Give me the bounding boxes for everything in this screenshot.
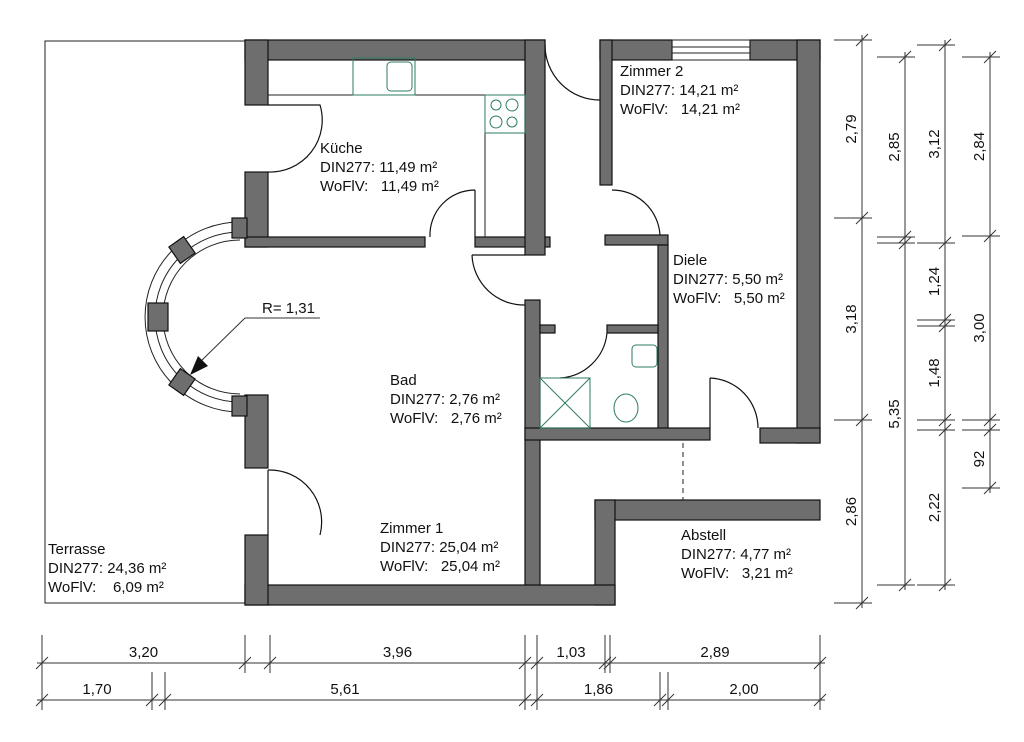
dimension-tick: [653, 693, 667, 707]
dimension-tick: [145, 693, 159, 707]
toilet-icon: [613, 393, 639, 423]
dimension-label: 1,03: [556, 644, 585, 661]
dimension-tick: [983, 423, 997, 437]
room-name: Bad: [390, 372, 417, 389]
room-diele: Diele DIN277: 5,50 m² WoFlV: 5,50 m²: [673, 252, 785, 307]
dimension-label: 5,61: [330, 681, 359, 698]
room-din: DIN277: 11,49 m²: [320, 159, 437, 176]
room-bad: Bad DIN277: 2,76 m² WoFlV: 2,76 m²: [390, 372, 502, 427]
room-din: DIN277: 5,50 m²: [673, 271, 783, 288]
dimension-tick: [813, 656, 827, 670]
dimension-tick: [238, 656, 252, 670]
room-abstell: Abstell DIN277: 4,77 m² WoFlV: 3,21 m²: [681, 527, 793, 582]
radius-label: R= 1,31: [262, 300, 315, 317]
dimension-tick: [898, 230, 912, 244]
room-din: DIN277: 24,36 m²: [48, 560, 166, 577]
room-wofl: WoFlV: 14,21 m²: [620, 101, 740, 118]
dimension-tick: [813, 693, 827, 707]
dimension-tick: [938, 38, 952, 52]
dimension-tick: [518, 656, 532, 670]
room-din: DIN277: 25,04 m²: [380, 539, 498, 556]
dimension-tick: [855, 211, 869, 225]
bay-window: [144, 217, 248, 417]
room-wofl: WoFlV: 5,50 m²: [673, 290, 785, 307]
dimension-label: 1,86: [584, 681, 613, 698]
dimension-label: 2,89: [700, 644, 729, 661]
dimension-tick: [938, 413, 952, 427]
dimension-tick: [983, 229, 997, 243]
dimension-tick: [983, 413, 997, 427]
room-name: Diele: [673, 252, 707, 269]
dimension-label: 2,85: [886, 132, 903, 161]
dimension-lines: 2,79 3,18 2,86 2,85 5,35 3,12 1,24 1,48 2,22 2,84…: [35, 33, 1000, 710]
dimension-label: 2,84: [971, 132, 988, 161]
dimension-tick: [530, 656, 544, 670]
dimension-label: 3,96: [383, 644, 412, 661]
dimension-tick: [598, 656, 612, 670]
room-name: Küche: [320, 140, 363, 157]
dimension-tick: [938, 423, 952, 437]
dimension-tick: [518, 693, 532, 707]
dimension-label: 1,48: [926, 358, 943, 387]
kitchen-fixtures: [268, 57, 658, 429]
walls: [244, 39, 821, 606]
dimension-tick: [938, 236, 952, 250]
room-name: Zimmer 1: [380, 520, 443, 537]
dimension-tick: [898, 578, 912, 592]
dimension-tick: [938, 313, 952, 327]
dimension-label: 3,18: [843, 304, 860, 333]
dimension-label: 3,20: [129, 644, 158, 661]
room-wofl: WoFlV: 25,04 m²: [380, 558, 500, 575]
window-zimmer2: [671, 39, 751, 61]
dimension-label: 3,00: [971, 313, 988, 342]
room-din: DIN277: 4,77 m²: [681, 546, 791, 563]
dimension-tick: [35, 693, 49, 707]
room-zimmer1: Zimmer 1 DIN277: 25,04 m² WoFlV: 25,04 m…: [380, 520, 500, 575]
radius-annotation: R= 1,31: [190, 300, 320, 375]
doors: [267, 44, 759, 536]
room-wofl: WoFlV: 11,49 m²: [320, 178, 439, 195]
room-din: DIN277: 2,76 m²: [390, 391, 500, 408]
dimension-tick: [263, 656, 277, 670]
dimension-label: 1,24: [926, 267, 943, 296]
shower-icon: [539, 377, 591, 429]
dimension-tick: [983, 50, 997, 64]
room-zimmer2: Zimmer 2 DIN277: 14,21 m² WoFlV: 14,21 m…: [620, 63, 740, 118]
dimension-label: 5,35: [886, 399, 903, 428]
dimension-tick: [530, 693, 544, 707]
room-name: Terrasse: [48, 541, 106, 558]
room-wofl: WoFlV: 3,21 m²: [681, 565, 793, 582]
dimension-tick: [661, 693, 675, 707]
dimension-label: 1,70: [82, 681, 111, 698]
dimension-tick: [603, 656, 617, 670]
dimension-label: 92: [971, 451, 988, 468]
dimension-tick: [898, 50, 912, 64]
dimension-label: 2,00: [729, 681, 758, 698]
room-name: Abstell: [681, 527, 726, 544]
room-name: Zimmer 2: [620, 63, 683, 80]
dimension-label: 2,22: [926, 493, 943, 522]
washbasin-icon: [631, 344, 658, 368]
dimension-tick: [938, 319, 952, 333]
room-wofl: WoFlV: 6,09 m²: [48, 579, 164, 596]
terrace-outline: [44, 40, 245, 604]
room-terrasse: Terrasse DIN277: 24,36 m² WoFlV: 6,09 m²: [48, 541, 166, 596]
sink-icon: [352, 57, 416, 96]
dimension-tick: [855, 596, 869, 610]
dimension-tick: [158, 693, 172, 707]
dimension-label: 2,79: [843, 114, 860, 143]
room-wofl: WoFlV: 2,76 m²: [390, 410, 502, 427]
dimension-tick: [898, 236, 912, 250]
dimension-label: 2,86: [843, 497, 860, 526]
dimension-tick: [855, 413, 869, 427]
dimension-tick: [35, 656, 49, 670]
dimension-tick: [855, 33, 869, 47]
dimension-tick: [938, 578, 952, 592]
room-kueche: Küche DIN277: 11,49 m² WoFlV: 11,49 m²: [320, 140, 439, 195]
room-din: DIN277: 14,21 m²: [620, 82, 738, 99]
dimension-label: 3,12: [926, 129, 943, 158]
stove-icon: [484, 94, 526, 134]
dimension-tick: [983, 481, 997, 495]
